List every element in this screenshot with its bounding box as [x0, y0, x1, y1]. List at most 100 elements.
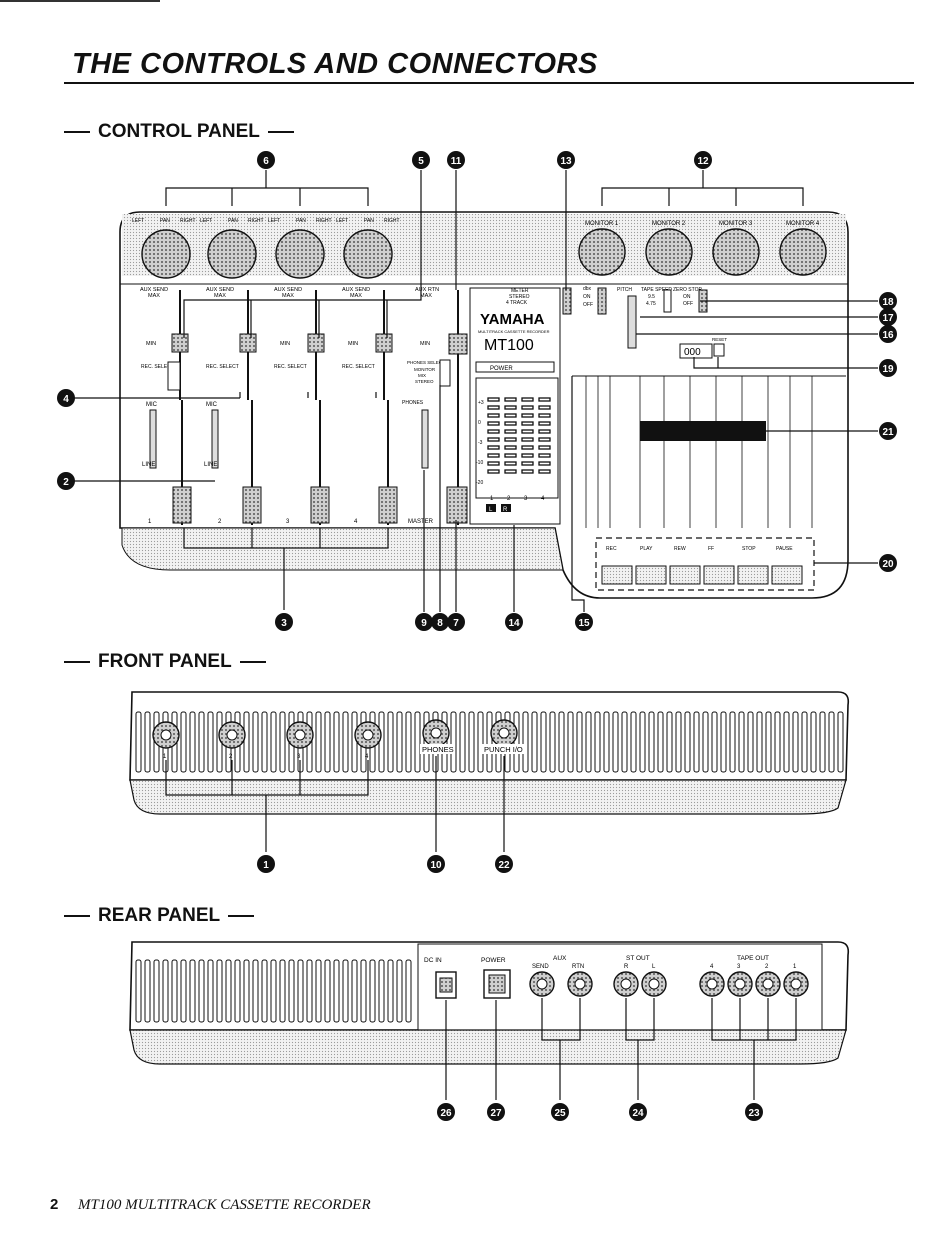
- transport-button-pause[interactable]: PAUSE: [771, 546, 803, 585]
- transport-button-play[interactable]: PLAY: [635, 546, 667, 585]
- pan-knob-2[interactable]: LEFT PAN RIGHT: [200, 218, 264, 279]
- callout-15: 15: [575, 613, 593, 631]
- meter-segment: [504, 421, 517, 426]
- monitor-knob-4[interactable]: MONITOR 4: [779, 221, 827, 276]
- reset-button[interactable]: [713, 343, 725, 357]
- meter-segment: [538, 421, 551, 426]
- aux-send-fader-2[interactable]: [239, 333, 257, 353]
- st-out-l-jack[interactable]: L: [641, 964, 667, 997]
- channel-strip-3: AUX SEND MAX MIN REC. SELECT 3: [274, 287, 330, 525]
- rec-select-label: REC. SELECT: [206, 364, 239, 370]
- transport-button-rew[interactable]: REW: [669, 546, 701, 585]
- vent-rib: [369, 959, 376, 1023]
- callout-26: 26: [437, 1103, 455, 1121]
- phones-select-switch[interactable]: [439, 359, 451, 387]
- monitor-knob-1[interactable]: MONITOR 1: [578, 221, 626, 276]
- line-label: LINE: [204, 462, 217, 468]
- callout-14: 14: [505, 613, 523, 631]
- transport-button-ff[interactable]: FF: [703, 546, 735, 585]
- input-number: 1: [163, 754, 167, 760]
- svg-text:17: 17: [882, 313, 894, 324]
- section-rear-panel: REAR PANEL: [64, 905, 255, 927]
- rec-select-switch-1[interactable]: [167, 361, 181, 391]
- channel-fader-1[interactable]: [172, 486, 192, 524]
- callout-24: 24: [629, 1103, 647, 1121]
- punch-io-jack[interactable]: PUNCH I/O: [482, 719, 526, 754]
- tape-out-number: 3: [737, 964, 741, 970]
- input-jack-3[interactable]: 3: [286, 721, 314, 760]
- aux-send-jack[interactable]: SEND: [529, 964, 555, 997]
- monitor-knob-3[interactable]: MONITOR 3: [712, 221, 760, 276]
- tape-speed-switch[interactable]: [663, 289, 672, 313]
- channel-fader-3[interactable]: [310, 486, 330, 524]
- pan-knob-4[interactable]: LEFT PAN RIGHT: [336, 218, 400, 279]
- transport-label: REW: [674, 546, 686, 552]
- min-label: MIN: [420, 341, 430, 347]
- meter-segment: [504, 405, 517, 410]
- callout-20: 20: [879, 554, 897, 572]
- rear-callout-lines: [445, 998, 797, 1100]
- transport-button-stop[interactable]: STOP: [737, 546, 769, 585]
- vent-rib: [783, 711, 790, 773]
- phones-opt: MONITOR: [414, 367, 436, 372]
- meter-segment: [521, 461, 534, 466]
- vent-rib: [693, 711, 700, 773]
- vent-rib: [207, 959, 214, 1023]
- meter-segment: [521, 397, 534, 402]
- tape-out-jack-1[interactable]: 1: [783, 964, 809, 997]
- channel-fader-4[interactable]: [378, 486, 398, 524]
- channel-number: 1: [148, 519, 152, 525]
- channel-fader-2[interactable]: [242, 486, 262, 524]
- meter-switch[interactable]: [562, 287, 572, 315]
- input-jack-2[interactable]: 2: [218, 721, 246, 760]
- dbx-switch[interactable]: [597, 287, 607, 315]
- dc-in-jack[interactable]: DC IN: [424, 957, 457, 999]
- tape-out-jack-4[interactable]: 4: [699, 964, 725, 997]
- callout-4: 4: [57, 389, 75, 407]
- vent-rib: [135, 959, 142, 1023]
- power-switch[interactable]: POWER: [481, 957, 511, 999]
- st-out-l-label: L: [652, 964, 656, 970]
- master-strip: AUX RTN MAX MIN PHONES SELECT MONITOR MI…: [402, 287, 468, 525]
- aux-send-fader-1[interactable]: [171, 333, 189, 353]
- phones-level-slider[interactable]: [421, 409, 429, 469]
- pan-knob-1[interactable]: LEFT PAN RIGHT: [132, 218, 196, 279]
- counter-digits: 000: [684, 347, 701, 358]
- svg-text:14: 14: [508, 618, 520, 629]
- vent-rib: [648, 711, 655, 773]
- pitch-control[interactable]: [627, 295, 637, 349]
- tape-out-jack-3[interactable]: 3: [727, 964, 753, 997]
- pan-label: PAN: [296, 218, 306, 224]
- transport-label: PAUSE: [776, 546, 793, 552]
- meter-segment: [487, 445, 500, 450]
- input-jack-4[interactable]: 4: [354, 721, 382, 760]
- aux-rtn-jack-label: RTN: [572, 964, 584, 970]
- phones-jack[interactable]: PHONES: [420, 719, 454, 754]
- master-fader[interactable]: [446, 486, 468, 524]
- vent-rib: [756, 711, 763, 773]
- aux-rtn-jack[interactable]: RTN: [567, 964, 593, 997]
- vent-rib: [324, 959, 331, 1023]
- vent-rib: [324, 711, 331, 773]
- aux-rtn-fader[interactable]: [448, 333, 468, 355]
- monitor-knob-2[interactable]: MONITOR 2: [645, 221, 693, 276]
- input-jack-1[interactable]: 1: [152, 721, 180, 760]
- aux-send-label: AUX SEND: [274, 287, 302, 293]
- transport-button-rec[interactable]: REC: [601, 546, 633, 585]
- meter-segment: [487, 453, 500, 458]
- mic-line-trim-1[interactable]: [149, 409, 157, 469]
- tape-out-jack-2[interactable]: 2: [755, 964, 781, 997]
- vent-rib: [243, 711, 250, 773]
- svg-text:11: 11: [451, 156, 462, 167]
- st-out-r-jack[interactable]: R: [613, 964, 639, 997]
- heading-dash-right: [228, 915, 255, 917]
- mic-line-trim-2[interactable]: [211, 409, 219, 469]
- mic-label: MIC: [206, 402, 218, 408]
- transport-label: FF: [708, 546, 714, 552]
- aux-send-fader-3[interactable]: [307, 333, 325, 353]
- aux-send-jack-label: SEND: [532, 964, 549, 970]
- pan-knob-3[interactable]: LEFT PAN RIGHT: [268, 218, 332, 279]
- svg-text:9: 9: [421, 618, 427, 629]
- meter-scale: -20: [476, 480, 483, 486]
- aux-send-fader-4[interactable]: [375, 333, 393, 353]
